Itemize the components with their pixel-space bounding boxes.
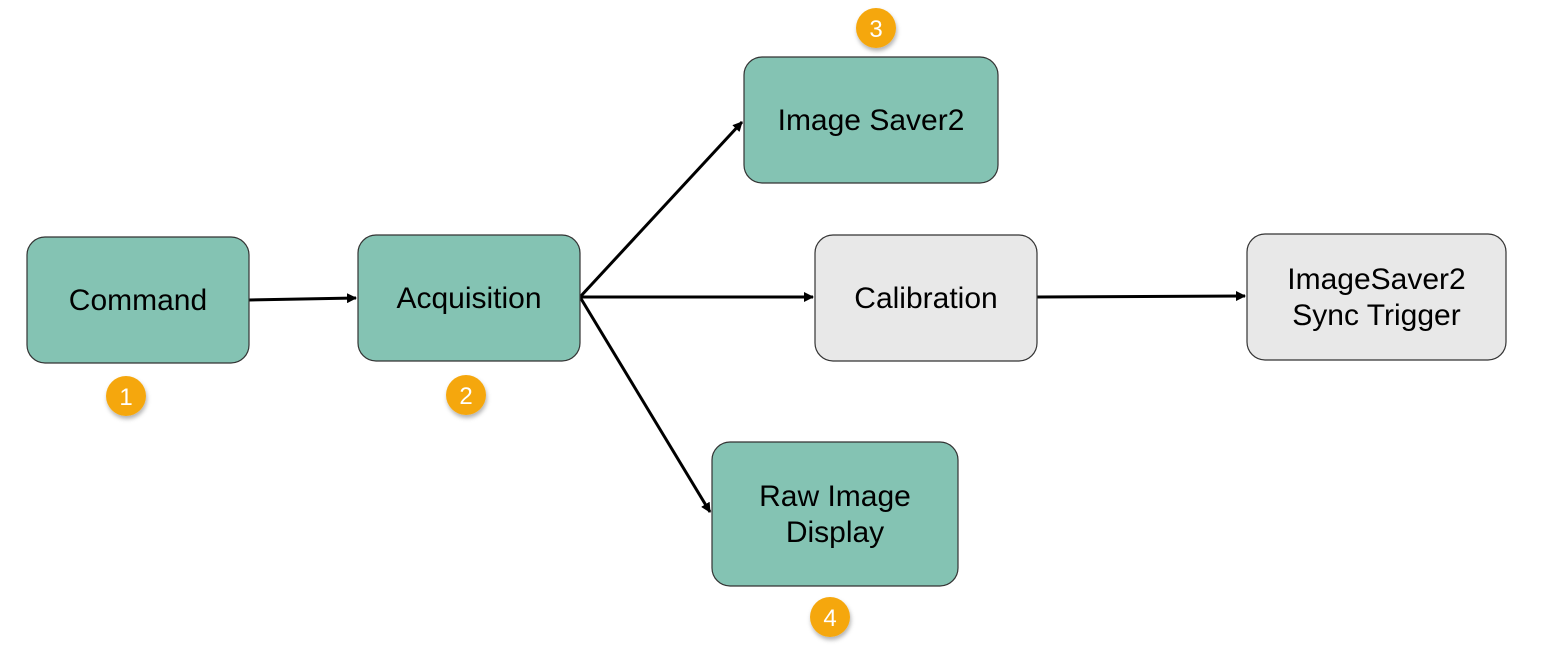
node-calibration: Calibration (814, 234, 1038, 362)
step-number: 2 (459, 383, 472, 410)
arrow-acquisition-imagesaver2 (578, 120, 744, 299)
node-label: Acquisition (396, 282, 541, 315)
node-label: ImageSaver2 (1287, 263, 1465, 296)
node-box (711, 441, 959, 587)
node-label: Sync Trigger (1292, 299, 1460, 332)
node-label: Calibration (854, 282, 997, 315)
node-image-saver2: Image Saver2 3 (743, 8, 999, 184)
step-number: 1 (119, 384, 132, 411)
step-badge: 1 (106, 376, 146, 416)
node-box (814, 234, 1038, 362)
step-badge: 2 (446, 375, 486, 415)
node-box (357, 234, 581, 362)
arrow-acquisition-rawdisplay (578, 296, 712, 513)
step-badge: 3 (856, 8, 896, 48)
node-command: Command 1 (26, 236, 250, 416)
node-acquisition: Acquisition 2 (357, 234, 581, 415)
arrow-command-acquisition (248, 293, 357, 304)
node-label: Command (69, 284, 207, 317)
step-badge: 4 (810, 597, 850, 637)
step-number: 3 (869, 16, 882, 43)
step-number: 4 (823, 605, 836, 632)
arrow-calibration-synctrigger (1036, 291, 1246, 302)
node-box (743, 56, 999, 184)
node-label: Raw Image (759, 480, 911, 513)
node-label: Display (786, 516, 884, 549)
node-label: Image Saver2 (778, 104, 965, 137)
node-box (26, 236, 250, 364)
node-box (1246, 233, 1507, 361)
